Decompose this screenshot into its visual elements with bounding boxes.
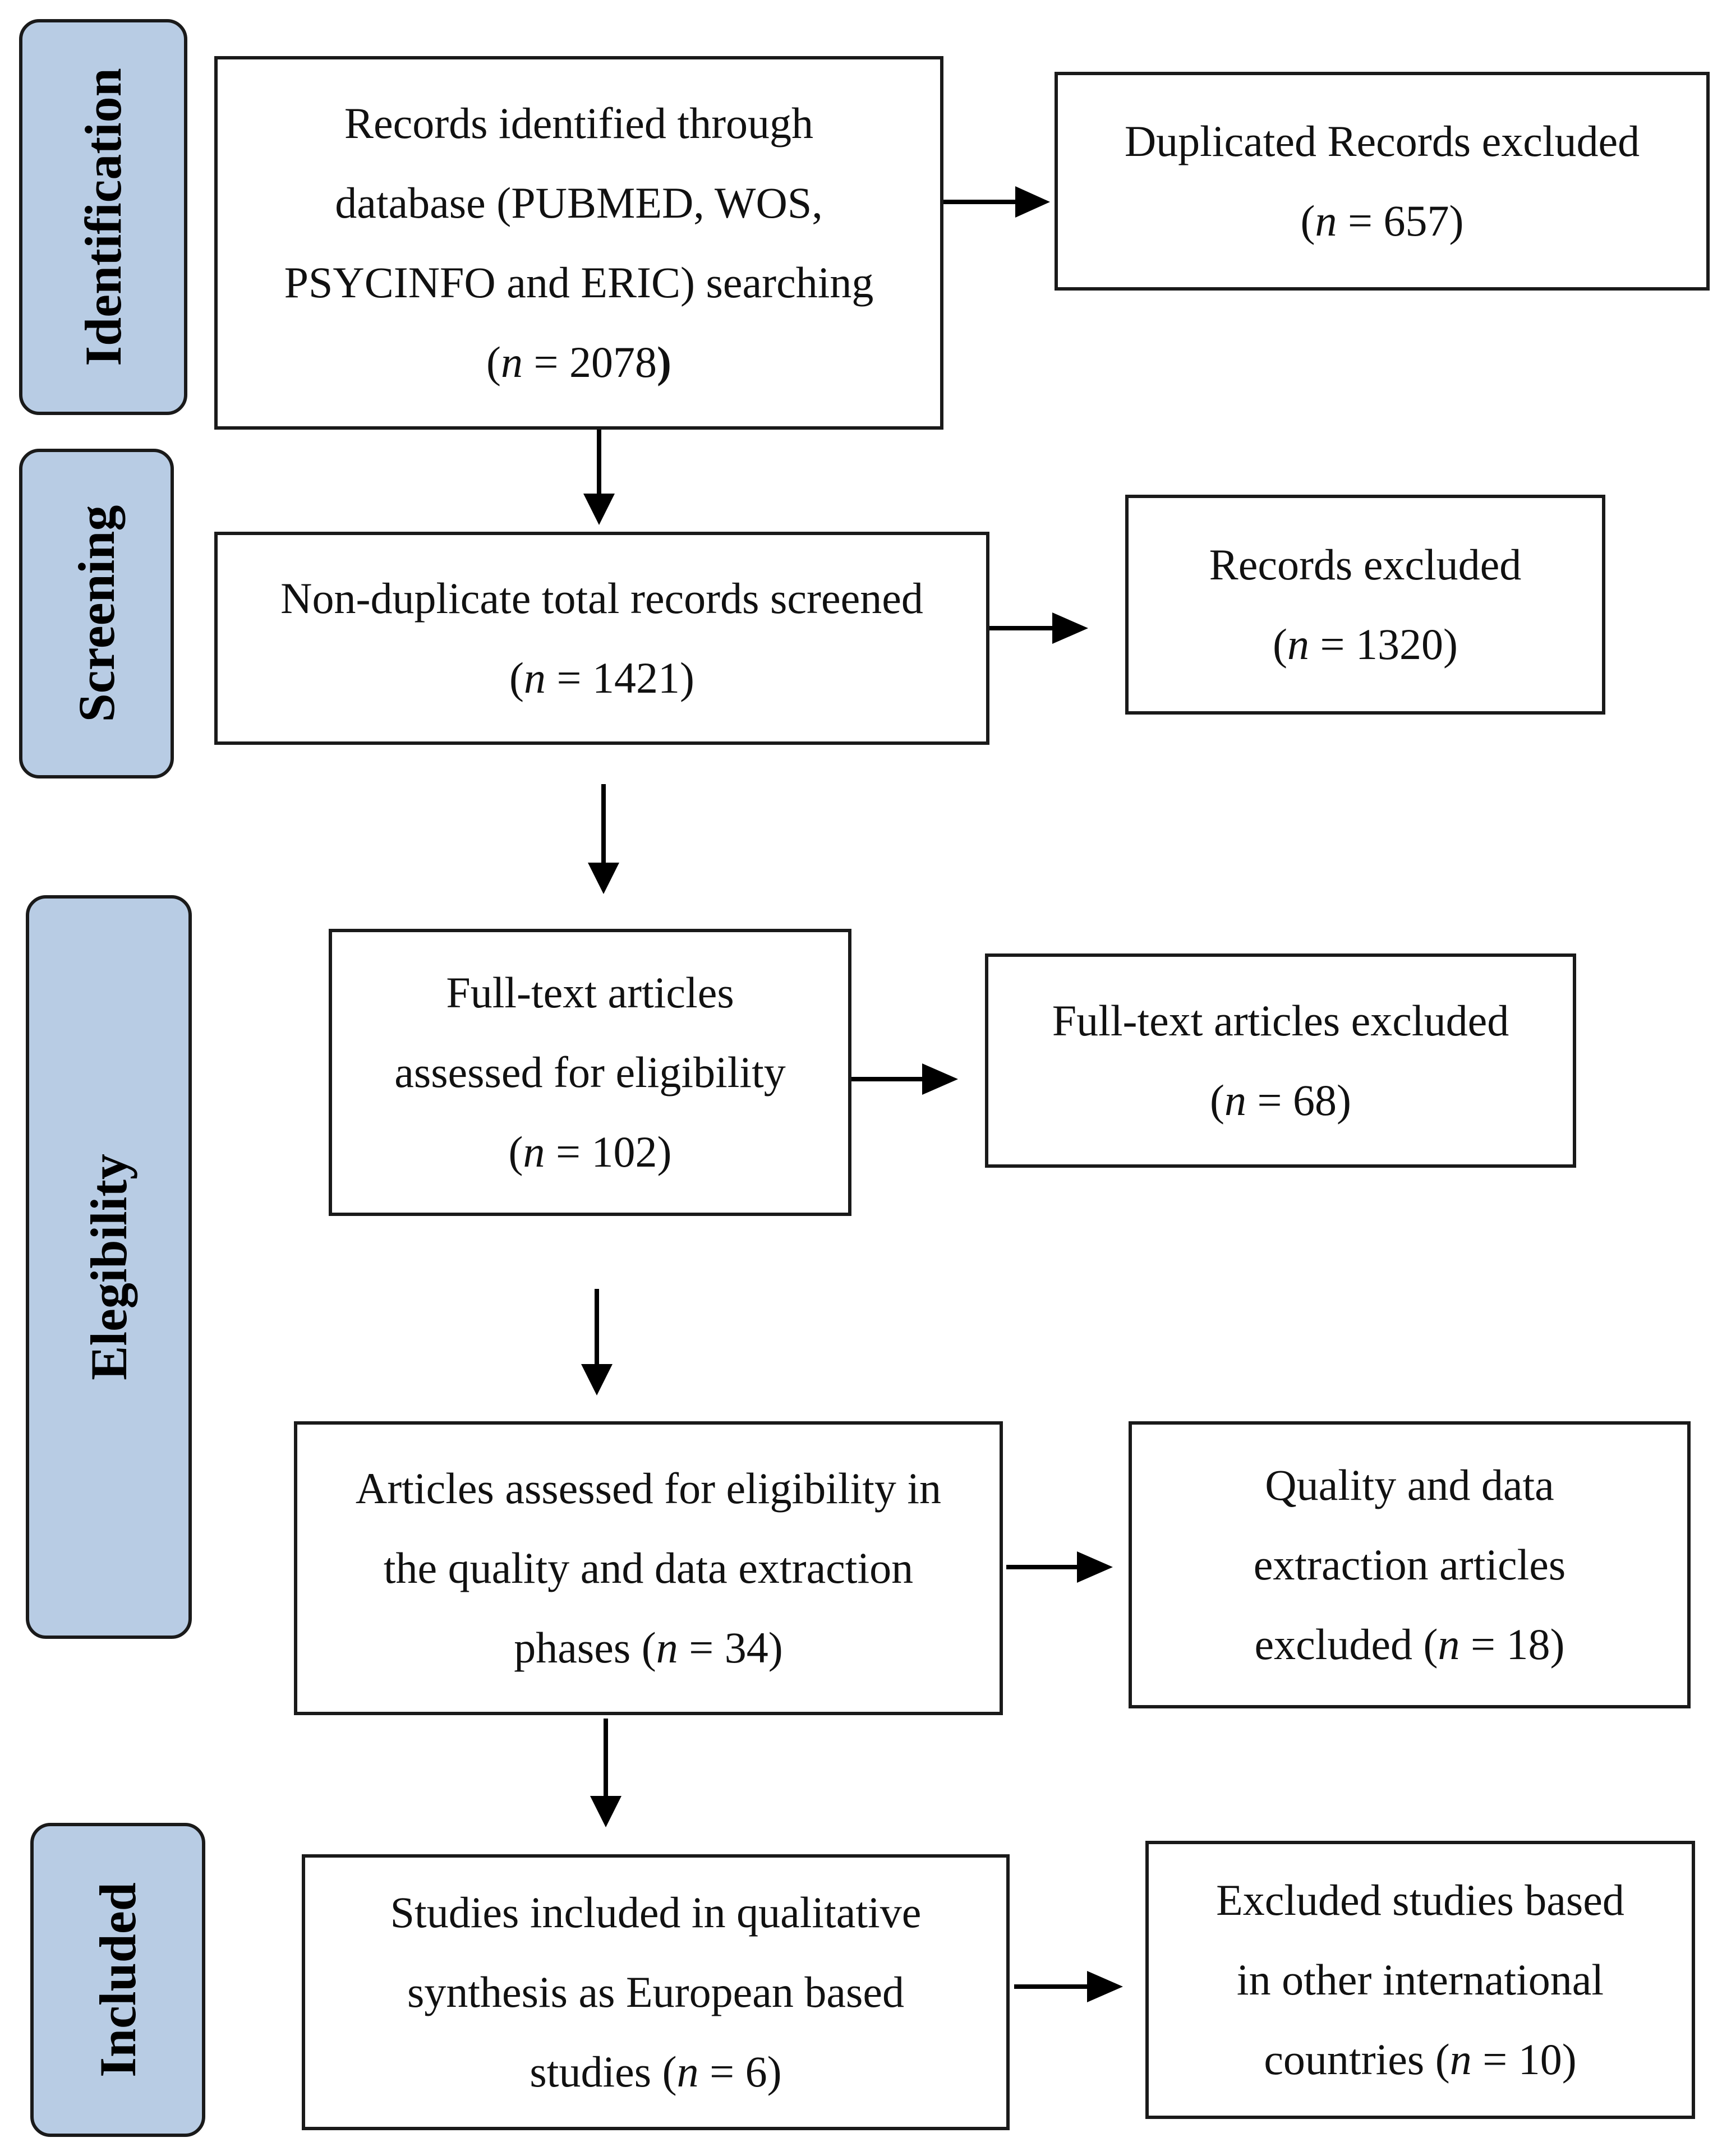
record-count: (n = 1421) <box>509 653 694 702</box>
stage-identification: Identification <box>19 19 187 415</box>
box-fulltext-excluded: Full-text articles excluded (n = 68) <box>985 953 1576 1168</box>
arrow-fulltext-to-quality <box>581 1289 613 1395</box>
record-count: phases (n = 34) <box>514 1623 783 1672</box>
text-line: Excluded studies based <box>1216 1876 1624 1924</box>
text-line: Records excluded <box>1209 540 1522 589</box>
stage-included: Included <box>30 1823 205 2137</box>
record-count: (n = 102) <box>508 1127 672 1176</box>
arrow-to-quality-excluded <box>1006 1551 1113 1583</box>
text-line: synthesis as European based <box>407 1968 904 2016</box>
stage-label-screening: Screening <box>68 505 125 722</box>
text-line: Full-text articles <box>446 968 734 1017</box>
text-line: PSYCINFO and ERIC) searching <box>284 258 874 307</box>
stage-eligibility: Elegibility <box>26 895 192 1639</box>
arrow-to-records-excluded <box>989 612 1088 644</box>
arrow-screened-to-fulltext <box>588 784 619 894</box>
arrow-identified-to-screened <box>583 430 615 525</box>
box-international-excluded: Excluded studies based in other internat… <box>1145 1841 1695 2119</box>
text-line: database (PUBMED, WOS, <box>335 178 823 227</box>
record-count: (n = 1320) <box>1273 620 1458 669</box>
record-count: (n = 68) <box>1210 1076 1351 1125</box>
stage-label-eligibility: Elegibility <box>80 1154 137 1380</box>
box-fulltext-assessed: Full-text articles assessed for eligibil… <box>329 929 851 1216</box>
text-line: Studies included in qualitative <box>390 1888 922 1937</box>
text-line: in other international <box>1236 1955 1604 2004</box>
text-line: Full-text articles excluded <box>1052 996 1509 1045</box>
record-count: countries (n = 10) <box>1264 2035 1577 2084</box>
stage-screening: Screening <box>19 449 174 778</box>
box-duplicates-excluded: Duplicated Records excluded (n = 657) <box>1055 72 1710 291</box>
stage-label-included: Included <box>89 1882 146 2077</box>
box-studies-included: Studies included in qualitative synthesi… <box>302 1854 1010 2130</box>
arrow-to-international-excluded <box>1014 1971 1123 2002</box>
text-line: Records identified through <box>344 99 814 148</box>
arrow-to-duplicates <box>943 186 1050 218</box>
text-line: assessed for eligibility <box>394 1048 786 1097</box>
text-line: extraction articles <box>1253 1540 1566 1589</box>
arrow-quality-to-included <box>590 1719 621 1827</box>
text-line: Articles assessed for eligibility in <box>355 1464 942 1513</box>
text-line: Quality and data <box>1265 1461 1554 1509</box>
record-count: studies (n = 6) <box>530 2047 782 2096</box>
box-records-screened: Non-duplicate total records screened (n … <box>214 532 989 745</box>
text-line: Non-duplicate total records screened <box>280 574 923 623</box>
box-records-identified: Records identified through database (PUB… <box>214 56 943 430</box>
box-quality-excluded: Quality and data extraction articles exc… <box>1129 1421 1691 1708</box>
stage-label-identification: Identification <box>75 68 132 366</box>
box-records-excluded: Records excluded (n = 1320) <box>1125 495 1605 715</box>
record-count: (n = 2078) <box>486 338 671 386</box>
text-line: the quality and data extraction <box>383 1544 914 1592</box>
record-count: excluded (n = 18) <box>1254 1620 1565 1669</box>
text-line: Duplicated Records excluded <box>1124 117 1640 165</box>
box-quality-assessed: Articles assessed for eligibility in the… <box>294 1421 1003 1715</box>
record-count: (n = 657) <box>1300 196 1464 245</box>
arrow-to-fulltext-excluded <box>851 1063 958 1095</box>
